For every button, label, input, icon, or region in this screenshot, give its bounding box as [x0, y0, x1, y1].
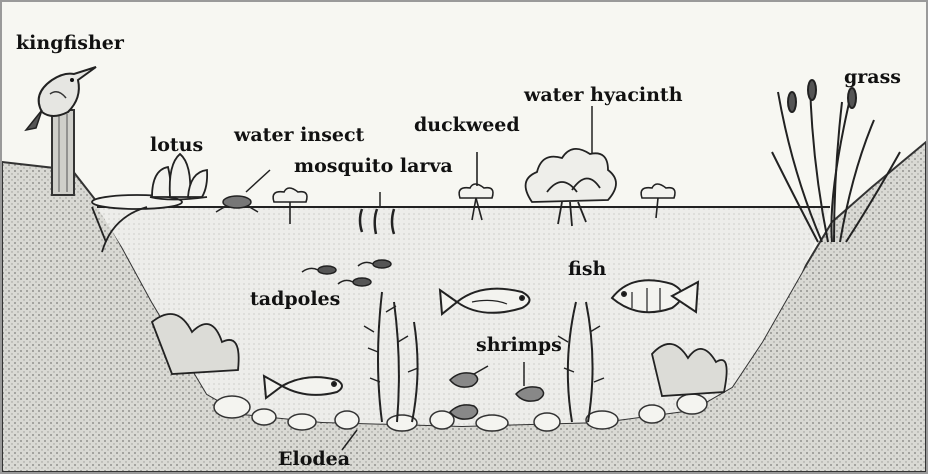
- label-fish: fish: [568, 260, 606, 279]
- label-kingfisher: kingfisher: [16, 34, 124, 53]
- label-shrimps: shrimps: [476, 336, 562, 355]
- label-elodea: Elodea: [278, 450, 350, 469]
- label-duckweed: duckweed: [414, 116, 520, 135]
- label-grass: grass: [844, 68, 901, 87]
- label-tadpoles: tadpoles: [250, 290, 340, 309]
- lotus-drawing: [92, 154, 207, 209]
- label-water-hyacinth: water hyacinth: [524, 86, 683, 105]
- label-water-insect: water insect: [234, 126, 364, 145]
- water-insect-drawing: [216, 170, 270, 212]
- label-lotus: lotus: [150, 136, 203, 155]
- label-mosquito-larva: mosquito larva: [294, 157, 453, 176]
